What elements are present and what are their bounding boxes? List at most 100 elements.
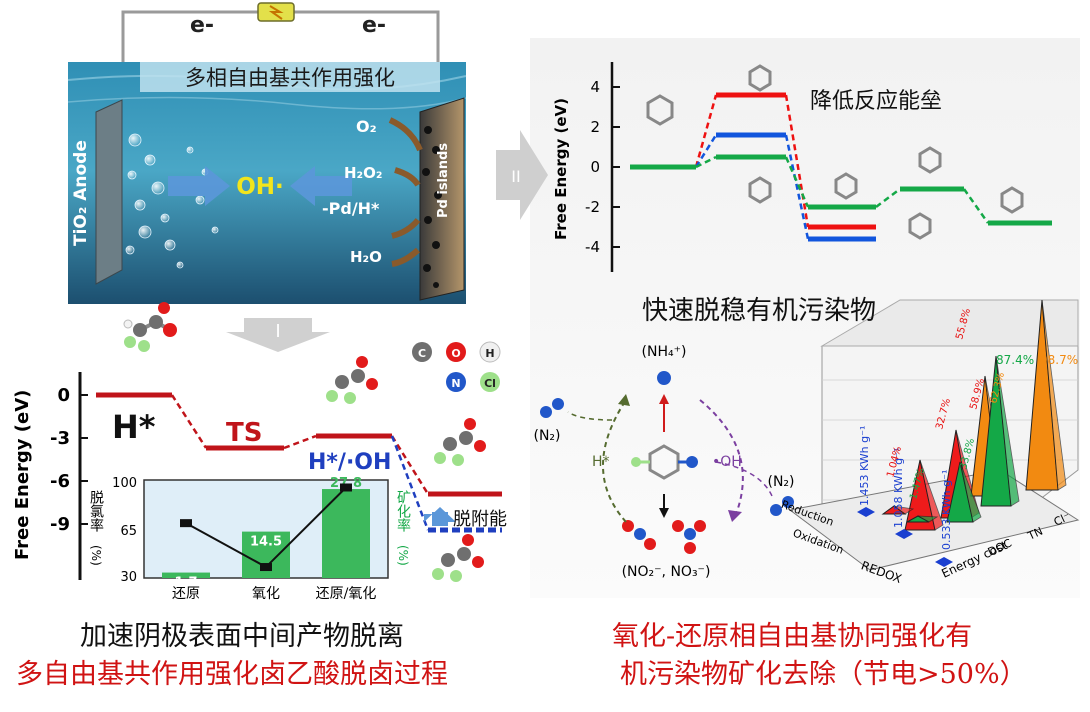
arrow-down-I: I [226,318,330,352]
molecule-icon [748,64,772,92]
electrochemical-cell: e- e- 多相自由基共作用强化 TiO₂ Anode OH· Pd islan… [67,2,484,304]
right-ylabel: Free Energy (eV) [552,98,570,240]
pathway-right: (N₂) [767,474,794,490]
atom-cl: Cl [484,377,496,390]
bar3d-bar-side [959,461,982,523]
bar3d-chart: Reduction Oxidation REDOX Cl⁻ TN DOC Ene… [779,299,1080,586]
atom-o: O [451,347,460,360]
atom-legend: C O H N Cl [412,341,501,392]
banner-background [140,62,440,92]
bar3d-bar-side [995,355,1020,507]
species-pd-h: -Pd/H* [322,199,380,218]
electron-label-left: e- [190,13,214,38]
atom-n: N [451,377,460,390]
energy-connector [694,94,718,168]
bar3d-bar-side [919,459,944,531]
right-ytick: -4 [585,238,600,256]
molecule-icon [432,534,484,582]
inset-ylabel-right: 矿化率 [395,490,411,532]
energy-label: 1.058 KWh g⁻¹ [892,448,905,528]
pathway-right-arc: •OH [712,454,742,470]
arrow-down-label: I [275,321,280,342]
center-radical: OH· [236,174,284,200]
inset-xtick: 氧化 [252,586,280,602]
bar3d-col-label: Cl⁻ [1052,510,1073,529]
inset-ylabel-left: 脱氯率 [88,490,104,532]
no-molecules [622,520,706,554]
left-ytick: -3 [50,428,70,449]
caption-left-red: 多自由基共作用强化卤乙酸脱卤过程 [16,659,448,690]
species-h2o: H₂O [350,248,382,266]
caption-right-top: 快速脱稳有机污染物 [642,296,877,326]
energy-label: 0.533 KWh g⁻¹ [940,470,953,550]
arrow-left-to-center [168,166,230,206]
level-label-h-oh: H*/·OH [308,450,391,475]
bar3d-energy-tile [857,507,875,517]
pct-label-green: 87.4% [996,353,1034,367]
inset-line-point [340,483,352,492]
pd-islands-label: Pd islands [436,143,451,218]
inset-bar [322,489,370,578]
energy-connector [784,94,810,228]
pathway-left: (N₂) [533,428,560,444]
inset-ytick: 65 [120,524,137,539]
caption-left-black: 加速阴极表面中间产物脱离 [80,621,404,652]
energy-connector [784,134,810,240]
molecule-icon [123,302,177,352]
energy-connector [875,188,901,208]
species-h2o2: H₂O₂ [344,164,382,182]
bar3d-energy-tile [895,529,913,539]
inset-ylabel-left-unit: (%) [89,545,103,566]
pd-cathode [419,97,465,301]
tio2-anode [95,99,123,285]
bar3d-bar-side [893,505,915,515]
molecule-icon [646,94,674,126]
energy-connector [962,188,990,224]
arrow-right-to-center [290,166,352,206]
left-ytick: -9 [50,514,70,535]
bar3d-bar-side [1041,299,1067,491]
pathway-diagram: (NH₄⁺) (N₂) (N₂) (NO₂⁻, NO₃⁻) H* •OH [533,344,794,580]
inset-ytick: 100 [112,476,137,491]
arrow-right-label: II [511,167,520,186]
bubbles [125,133,219,269]
energy-connector [784,156,810,208]
pct-label-orange: 98.7% [1040,353,1078,367]
bar3d-energy-tile [935,557,953,567]
right-ytick: -2 [585,198,600,216]
inset-bar-label: 1.7 [174,576,197,591]
species-arrows [388,117,423,267]
barrier-annotation: 降低反应能垒 [810,89,942,114]
inset-xtick: 还原 [172,586,200,602]
molecule-icon [326,356,378,404]
molecule-icon [748,176,772,204]
inset-ylabel-right-unit: (%) [396,545,410,566]
electron-label-right: e- [362,13,386,38]
inset-line-point [260,563,272,572]
atom-c: C [418,347,426,360]
inset-chart: 100 65 30 脱氯率 (%) 矿化率 (%) 1.714.527.8 还原… [88,476,411,602]
energy-label: 1.453 KWh g⁻¹ [858,426,871,506]
inset-xtick: 还原/氧化 [316,586,377,602]
molecule-icon [434,418,486,466]
arrow-right-II: II [496,130,548,220]
anode-label: TiO₂ Anode [71,140,91,246]
level-label-h: H* [112,408,156,446]
left-energy-diagram: 0 -3 -6 -9 Free Energy (eV) H* TS H*/·OH… [12,302,507,582]
species-o2: O₂ [356,117,377,136]
inset-line-point [180,519,192,528]
cathode-label: Pd Coating Cathode [465,119,484,298]
bar3d-col-label: TN [1025,525,1045,544]
right-ytick: 0 [590,158,600,176]
pathway-top: (NH₄⁺) [642,344,687,360]
inset-bar-label: 14.5 [250,535,282,550]
left-ylabel: Free Energy (eV) [12,390,33,560]
energy-connector [695,155,717,169]
right-ytick: 4 [590,78,600,96]
inset-bar [162,572,210,578]
right-energy-diagram: 4 2 0 -2 -4 Free Energy (eV) 降低反应能垒 [552,62,1052,272]
pd-islands-texture [422,126,442,288]
level-label-ts: TS [226,418,262,448]
pathway-left-arc: H* [592,454,610,470]
caption-right-red-2: 机污染物矿化去除（节电>50%） [620,659,1027,690]
